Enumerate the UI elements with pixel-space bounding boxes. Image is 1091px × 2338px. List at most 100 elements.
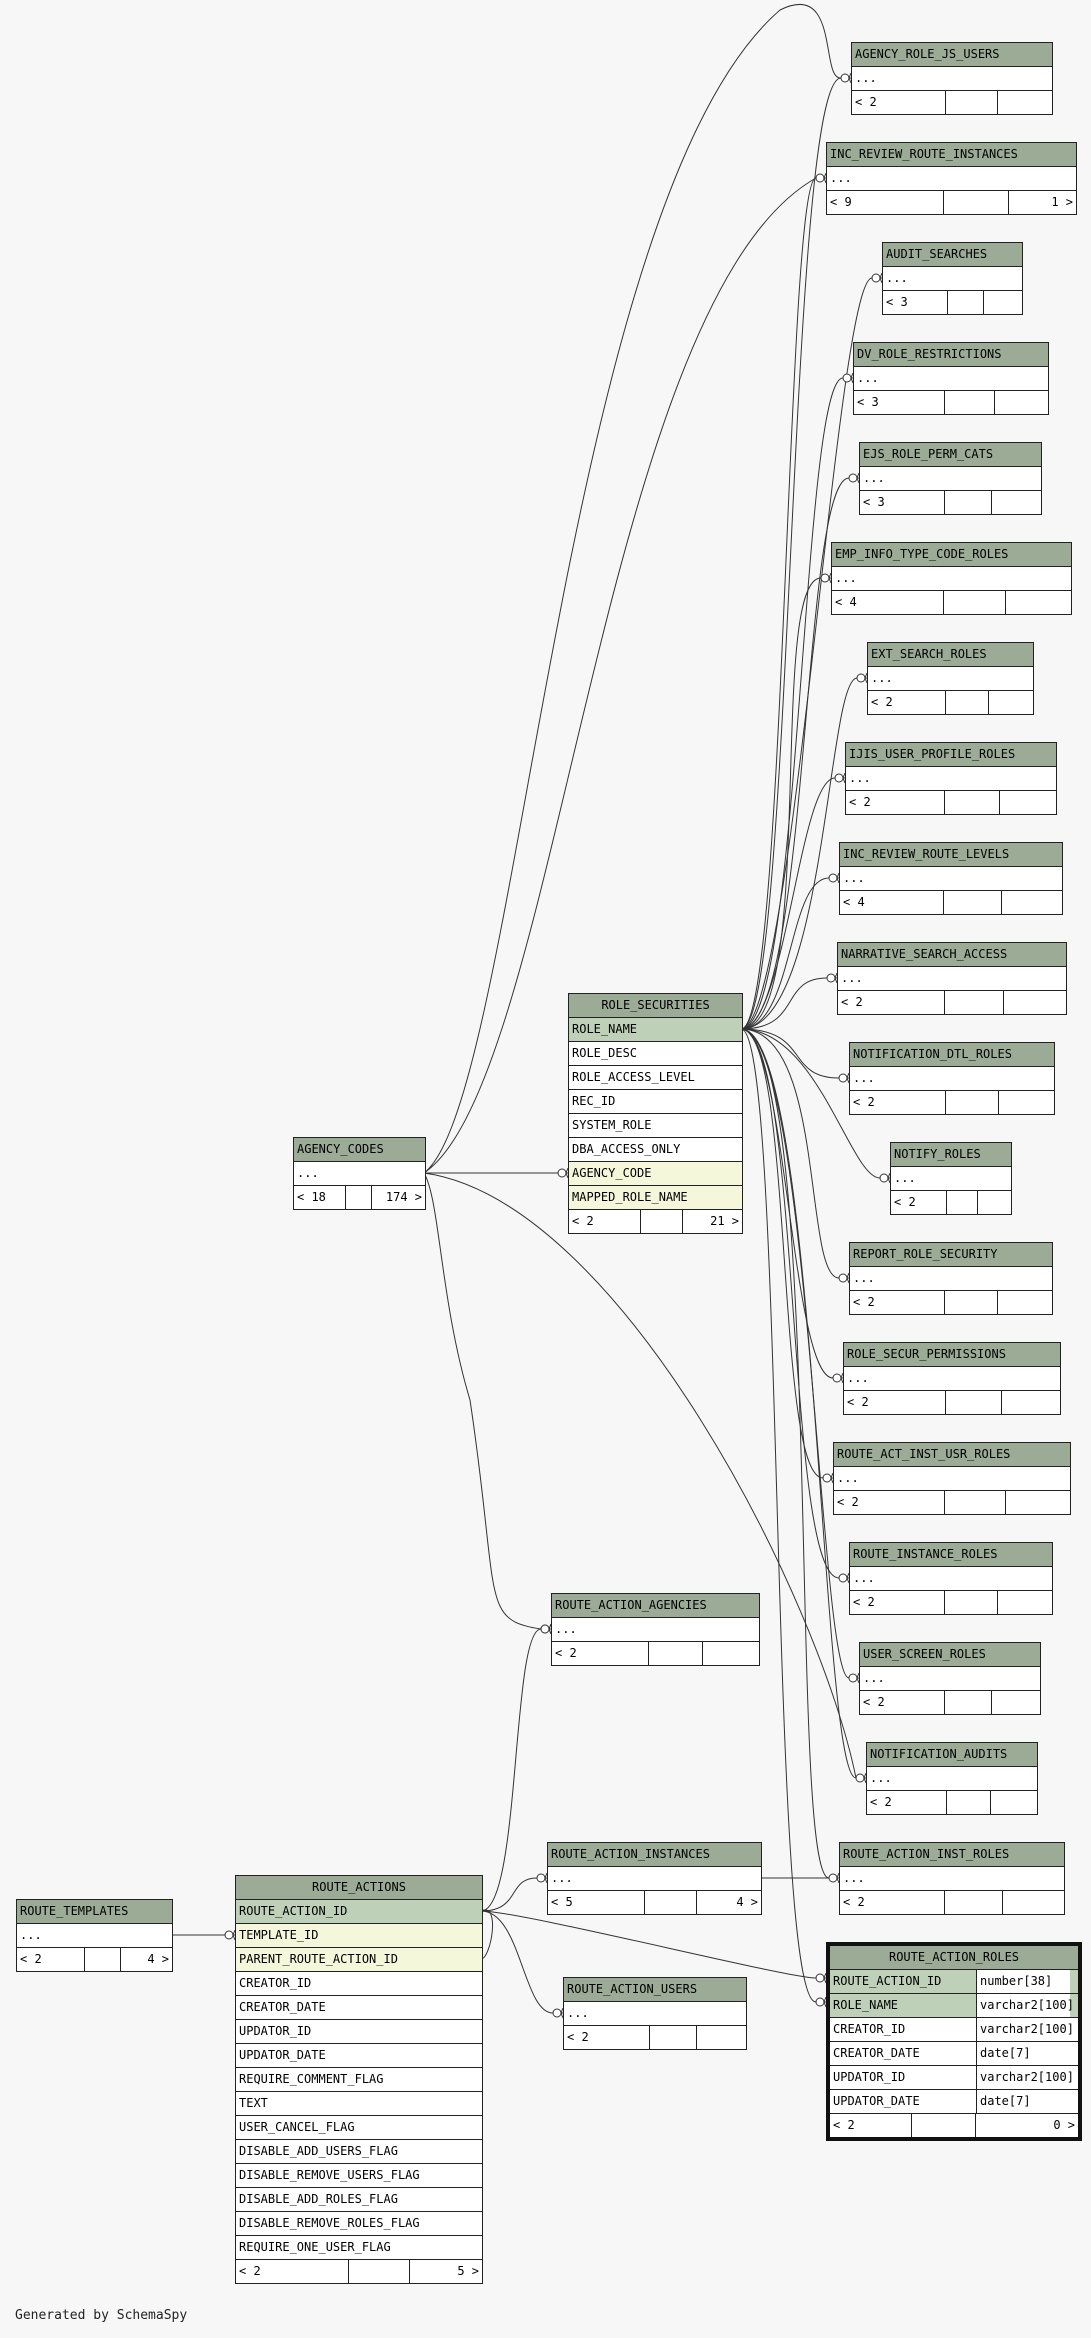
parents-count[interactable]: < 2: [844, 1391, 946, 1414]
table-header[interactable]: NARRATIVE_SEARCH_ACCESS: [838, 943, 1066, 967]
children-count[interactable]: [998, 91, 1052, 114]
children-count[interactable]: [998, 1591, 1052, 1614]
parents-count[interactable]: < 2: [860, 1691, 945, 1714]
children-count[interactable]: [703, 1642, 759, 1665]
table-audit-searches[interactable]: AUDIT_SEARCHES...< 3: [882, 242, 1023, 315]
column-ellipsis[interactable]: ...: [868, 667, 1033, 691]
parents-count[interactable]: < 4: [832, 591, 944, 614]
table-header[interactable]: DV_ROLE_RESTRICTIONS: [854, 343, 1048, 367]
column-ellipsis[interactable]: ...: [852, 67, 1052, 91]
table-route-instance-roles[interactable]: ROUTE_INSTANCE_ROLES...< 2: [849, 1542, 1053, 1615]
table-header[interactable]: REPORT_ROLE_SECURITY: [850, 1243, 1052, 1267]
column-route-action-id[interactable]: ROUTE_ACTION_ID: [236, 1900, 482, 1924]
children-count[interactable]: [1003, 1891, 1064, 1914]
table-notification-dtl-roles[interactable]: NOTIFICATION_DTL_ROLES...< 2: [849, 1042, 1055, 1115]
table-ejs-role-perm-cats[interactable]: EJS_ROLE_PERM_CATS...< 3: [859, 442, 1042, 515]
column-ellipsis[interactable]: ...: [850, 1267, 1052, 1291]
parents-count[interactable]: < 3: [860, 491, 945, 514]
table-notification-audits[interactable]: NOTIFICATION_AUDITS...< 2: [866, 1742, 1038, 1815]
parents-count[interactable]: < 2: [830, 2114, 912, 2137]
column-ellipsis[interactable]: ...: [850, 1067, 1054, 1091]
column-creator-date[interactable]: CREATOR_DATE: [236, 1996, 482, 2020]
children-count[interactable]: [995, 391, 1048, 414]
children-count[interactable]: 4 >: [736, 1895, 758, 1909]
children-count[interactable]: [992, 1691, 1040, 1714]
children-count[interactable]: [978, 1191, 1011, 1214]
children-count[interactable]: 21 >: [710, 1214, 739, 1228]
children-count[interactable]: [1002, 891, 1062, 914]
column-template-id[interactable]: TEMPLATE_ID: [236, 1924, 482, 1948]
table-header[interactable]: ROLE_SECUR_PERMISSIONS: [844, 1343, 1060, 1367]
table-header[interactable]: ROLE_SECURITIES: [569, 994, 742, 1018]
table-route-action-inst-roles[interactable]: ROUTE_ACTION_INST_ROLES...< 2: [839, 1842, 1065, 1915]
column-role-access-level[interactable]: ROLE_ACCESS_LEVEL: [569, 1066, 742, 1090]
parents-count[interactable]: < 2: [868, 691, 946, 714]
column-parent-route-action-id[interactable]: PARENT_ROUTE_ACTION_ID: [236, 1948, 482, 1972]
parents-count[interactable]: < 3: [883, 291, 948, 314]
children-count[interactable]: [999, 1091, 1054, 1114]
parents-count[interactable]: < 3: [854, 391, 945, 414]
parents-count[interactable]: < 2: [850, 1591, 945, 1614]
children-count[interactable]: [984, 291, 1022, 314]
table-header[interactable]: ROUTE_ACTION_USERS: [564, 1978, 746, 2002]
parents-count[interactable]: < 2: [236, 2260, 349, 2283]
table-narrative-search-access[interactable]: NARRATIVE_SEARCH_ACCESS...< 2: [837, 942, 1067, 1015]
column-disable-remove-roles-flag[interactable]: DISABLE_REMOVE_ROLES_FLAG: [236, 2212, 482, 2236]
column-ellipsis[interactable]: ...: [838, 967, 1066, 991]
parents-count[interactable]: < 4: [840, 891, 944, 914]
table-header[interactable]: INC_REVIEW_ROUTE_INSTANCES: [827, 143, 1076, 167]
table-ijis-user-profile-roles[interactable]: IJIS_USER_PROFILE_ROLES...< 2: [845, 742, 1057, 815]
children-count[interactable]: [989, 691, 1033, 714]
table-header[interactable]: AUDIT_SEARCHES: [883, 243, 1022, 267]
parents-count[interactable]: < 2: [552, 1642, 649, 1665]
table-header[interactable]: EXT_SEARCH_ROLES: [868, 643, 1033, 667]
column-ellipsis[interactable]: ...: [17, 1924, 172, 1948]
table-header[interactable]: INC_REVIEW_ROUTE_LEVELS: [840, 843, 1062, 867]
table-route-action-agencies[interactable]: ROUTE_ACTION_AGENCIES...< 2: [551, 1593, 760, 1666]
column-disable-add-roles-flag[interactable]: DISABLE_ADD_ROLES_FLAG: [236, 2188, 482, 2212]
children-count[interactable]: [1006, 1491, 1070, 1514]
column-disable-remove-users-flag[interactable]: DISABLE_REMOVE_USERS_FLAG: [236, 2164, 482, 2188]
column-user-cancel-flag[interactable]: USER_CANCEL_FLAG: [236, 2116, 482, 2140]
column-role-desc[interactable]: ROLE_DESC: [569, 1042, 742, 1066]
parents-count[interactable]: < 5: [548, 1891, 645, 1914]
table-notify-roles[interactable]: NOTIFY_ROLES...< 2: [890, 1142, 1012, 1215]
parents-count[interactable]: < 2: [834, 1491, 945, 1514]
table-header[interactable]: ROUTE_TEMPLATES: [17, 1900, 172, 1924]
table-header[interactable]: USER_SCREEN_ROLES: [860, 1643, 1040, 1667]
children-count[interactable]: 1 >: [1051, 195, 1073, 209]
column-role-name[interactable]: ROLE_NAME: [569, 1018, 742, 1042]
table-header[interactable]: ROUTE_ACTIONS: [236, 1876, 482, 1900]
parents-count[interactable]: < 2: [846, 791, 945, 814]
table-header[interactable]: ROUTE_INSTANCE_ROLES: [850, 1543, 1052, 1567]
children-count[interactable]: 0 >: [1053, 2118, 1075, 2132]
table-header[interactable]: AGENCY_CODES: [294, 1138, 425, 1162]
column-ellipsis[interactable]: ...: [832, 567, 1071, 591]
table-route-act-inst-usr-roles[interactable]: ROUTE_ACT_INST_USR_ROLES...< 2: [833, 1442, 1071, 1515]
parents-count[interactable]: < 2: [891, 1191, 947, 1214]
column-ellipsis[interactable]: ...: [834, 1467, 1070, 1491]
children-count[interactable]: [991, 1791, 1037, 1814]
column-ellipsis[interactable]: ...: [844, 1367, 1060, 1391]
parents-count[interactable]: < 9: [827, 191, 944, 214]
column-require-comment-flag[interactable]: REQUIRE_COMMENT_FLAG: [236, 2068, 482, 2092]
children-count[interactable]: 4 >: [147, 1952, 169, 1966]
column-rec-id[interactable]: REC_ID: [569, 1090, 742, 1114]
table-role-secur-permissions[interactable]: ROLE_SECUR_PERMISSIONS...< 2: [843, 1342, 1061, 1415]
table-route-action-users[interactable]: ROUTE_ACTION_USERS...< 2: [563, 1977, 747, 2050]
table-header[interactable]: EMP_INFO_TYPE_CODE_ROLES: [832, 543, 1071, 567]
column-ellipsis[interactable]: ...: [548, 1867, 761, 1891]
table-header[interactable]: NOTIFICATION_AUDITS: [867, 1743, 1037, 1767]
column-ellipsis[interactable]: ...: [294, 1162, 425, 1186]
table-report-role-security[interactable]: REPORT_ROLE_SECURITY...< 2: [849, 1242, 1053, 1315]
column-system-role[interactable]: SYSTEM_ROLE: [569, 1114, 742, 1138]
